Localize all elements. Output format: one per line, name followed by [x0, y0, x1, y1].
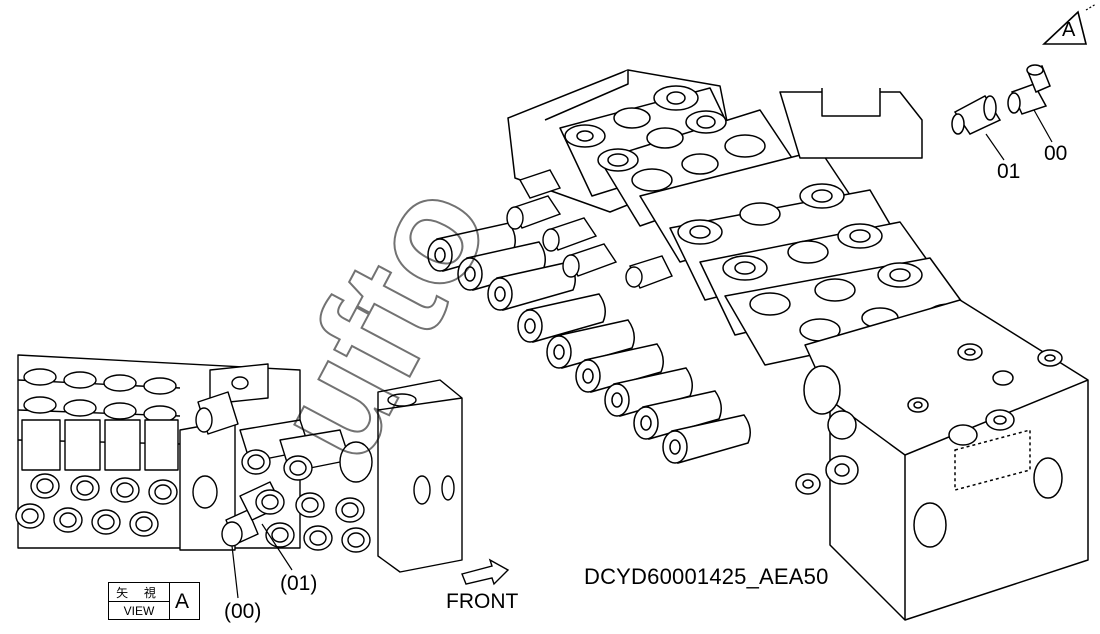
callout-part-00: 00 — [1044, 142, 1068, 165]
view-a-leader-lines — [231, 523, 293, 599]
part-00-elbow-fitting — [1007, 64, 1051, 115]
drawing-code: DCYD60001425_AEA50 — [584, 564, 829, 589]
view-label-jp: 矢 視 — [116, 585, 162, 600]
front-arrow-icon — [461, 558, 510, 586]
pilot-fittings-main — [506, 169, 673, 289]
part-01-adapter — [951, 95, 1002, 135]
view-label-en: VIEW — [109, 601, 169, 620]
front-direction-label: FRONT — [446, 590, 519, 613]
callout-view-part-00: (00) — [224, 600, 262, 623]
view-marker-letter: A — [175, 590, 190, 613]
view-a-detail — [15, 354, 463, 573]
callout-part-01: 01 — [997, 160, 1021, 183]
view-a-arrow-letter: A — [1062, 19, 1076, 41]
callout-view-part-01: (01) — [280, 572, 318, 595]
view-a-arrow-icon — [1041, 3, 1097, 45]
leader-lines — [985, 109, 1053, 161]
control-valve-main — [507, 69, 1089, 621]
view-a-marker-box: 矢 視 VIEW A — [108, 582, 200, 620]
